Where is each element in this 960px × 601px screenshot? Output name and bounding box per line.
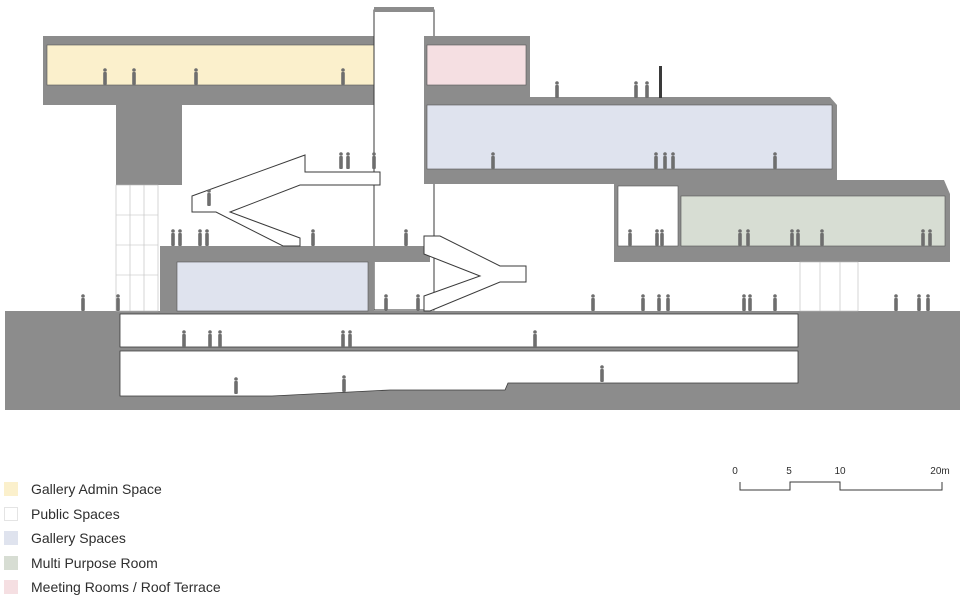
person-figure (81, 294, 85, 311)
meeting-room (426, 44, 527, 86)
person-figure (341, 330, 345, 347)
person-figure (657, 294, 661, 311)
public-terrace-right (617, 185, 679, 247)
person-figure (928, 229, 932, 246)
person-figure (372, 152, 376, 169)
person-figure (346, 152, 350, 169)
glazing-right (799, 261, 859, 312)
person-figure (342, 375, 346, 392)
person-figure (671, 152, 675, 169)
basement-level-2 (119, 350, 799, 397)
person-figure (645, 81, 649, 98)
basement-level-1 (119, 313, 799, 348)
person-figure (666, 294, 670, 311)
person-figure (641, 294, 645, 311)
person-figure (917, 294, 921, 311)
person-figure (894, 294, 898, 311)
person-figure (208, 330, 212, 347)
person-figure (773, 294, 777, 311)
scale-bar: 0 5 10 20m (732, 466, 950, 491)
person-figure (738, 229, 742, 246)
legend-swatch-admin (4, 482, 18, 496)
building-section-drawing (5, 7, 960, 410)
legend-label-public: Public Spaces (31, 505, 120, 522)
person-figure (132, 68, 136, 85)
person-figure (205, 229, 209, 246)
person-figure (790, 229, 794, 246)
person-figure (634, 81, 638, 98)
legend-label-meeting: Meeting Rooms / Roof Terrace (31, 579, 221, 595)
person-figure (748, 294, 752, 311)
legend-swatch-gallery (4, 531, 18, 545)
core-top (374, 7, 434, 12)
person-figure (207, 189, 211, 206)
person-figure (182, 330, 186, 347)
roof-mast (659, 66, 662, 98)
person-figure (194, 68, 198, 85)
person-figure (341, 68, 345, 85)
person-figure (746, 229, 750, 246)
legend-label-admin: Gallery Admin Space (31, 481, 162, 497)
person-figure (655, 229, 659, 246)
scale-bar-line (739, 481, 943, 491)
person-figure (796, 229, 800, 246)
person-figure (103, 68, 107, 85)
legend-label-multi: Multi Purpose Room (31, 554, 158, 571)
scale-tick-5: 5 (786, 466, 792, 477)
person-figure (416, 294, 420, 311)
legend-label-gallery: Gallery Spaces (31, 530, 126, 546)
person-figure (198, 229, 202, 246)
stair-left (191, 154, 381, 247)
person-figure (404, 229, 408, 246)
legend-swatch-public (4, 506, 18, 521)
scale-tick-20m: 20m (930, 466, 949, 477)
person-figure (921, 229, 925, 246)
person-figure (628, 229, 632, 246)
people-figures (81, 68, 932, 394)
person-figure (178, 229, 182, 246)
multi-purpose-room (680, 195, 946, 247)
person-figure (820, 229, 824, 246)
person-figure (660, 229, 664, 246)
scale-tick-10: 10 (834, 466, 846, 477)
person-figure (234, 377, 238, 394)
gallery-lower (176, 261, 369, 312)
admin-space (46, 44, 379, 86)
scale-tick-0: 0 (732, 466, 738, 477)
person-figure (654, 152, 658, 169)
person-figure (591, 294, 595, 311)
person-figure (742, 294, 746, 311)
person-figure (311, 229, 315, 246)
gallery-upper (426, 104, 833, 170)
person-figure (348, 330, 352, 347)
person-figure (384, 294, 388, 311)
person-figure (339, 152, 343, 169)
legend-swatch-meeting (4, 580, 18, 594)
person-figure (926, 294, 930, 311)
person-figure (663, 152, 667, 169)
person-figure (218, 330, 222, 347)
person-figure (600, 365, 604, 382)
legend-swatch-multi (4, 555, 18, 570)
person-figure (555, 81, 559, 98)
glazing-left (115, 184, 159, 312)
person-figure (533, 330, 537, 347)
stair-right (423, 235, 527, 312)
person-figure (171, 229, 175, 246)
person-figure (773, 152, 777, 169)
person-figure (491, 152, 495, 169)
person-figure (116, 294, 120, 311)
